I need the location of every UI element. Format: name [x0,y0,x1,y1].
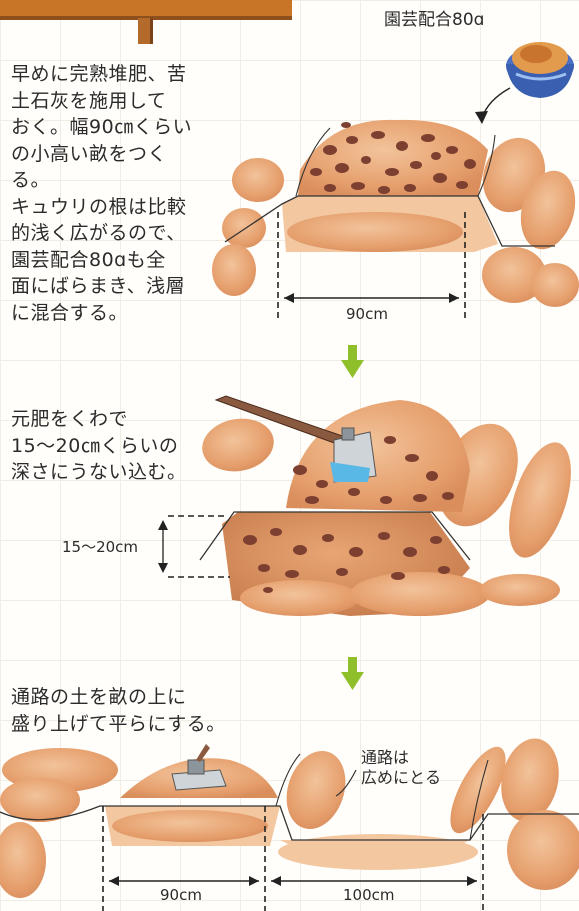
step1-line: に混合する。 [11,301,129,324]
step1-line: の小高い畝をつく [11,142,168,165]
step3-path-width-label: 100cm [343,886,395,904]
step2-depth-label: 15〜20cm [62,538,139,556]
step3-note-line: 通路は [361,748,410,767]
step3-note-line: 広めにとる [361,768,442,787]
step1-line: 早めに完熟堆肥、苦 [11,63,187,85]
step3-description: 通路の土を畝の上に 盛り上げて平らにする。 [11,684,281,737]
fertilizer-bowl-graphic [506,42,574,98]
step1-width-label: 90cm [346,305,388,323]
step1-line: 土石灰を施用して [11,89,167,112]
step-arrow-2 [341,657,364,690]
step2-line: 15〜20㎝くらいの [11,434,179,457]
step1-line: 面にばらまき、浅層 [11,275,186,297]
step1-ridge-graphic [212,42,579,318]
step1-line: 園芸配合80ɑも全 [11,248,166,271]
step3-line: 盛り上げて平らにする。 [11,712,226,735]
step3-line: 通路の土を畝の上に [11,686,187,708]
step2-line: 元肥をくわで [11,408,129,430]
step1-description: 早めに完熟堆肥、苦 土石灰を施用して おく。幅90㎝くらい の小高い畝をつく る… [11,61,211,326]
step-arrow-1 [341,345,364,378]
hoe-graphic [214,395,377,483]
product-label: 園芸配合80ɑ [384,10,485,30]
step3-finished-bed-graphic [0,738,579,911]
step2-description: 元肥をくわで 15〜20㎝くらいの 深さにうない込む。 [11,406,221,486]
step1-line: キュウリの根は比較 [11,195,187,218]
step2-tilling-graphic [158,395,571,616]
step3-path-note: 通路は 広めにとる [361,748,441,788]
step2-line: 深さにうない込む。 [11,461,187,483]
step3-bed-width-label: 90cm [160,886,202,904]
signboard-graphic [0,0,292,44]
step1-line: おく。幅90㎝くらい [11,116,193,138]
step1-line: る。 [11,169,51,191]
hoe-on-bed-graphic [171,744,227,791]
step1-line: 的浅く広がるので、 [11,222,186,244]
